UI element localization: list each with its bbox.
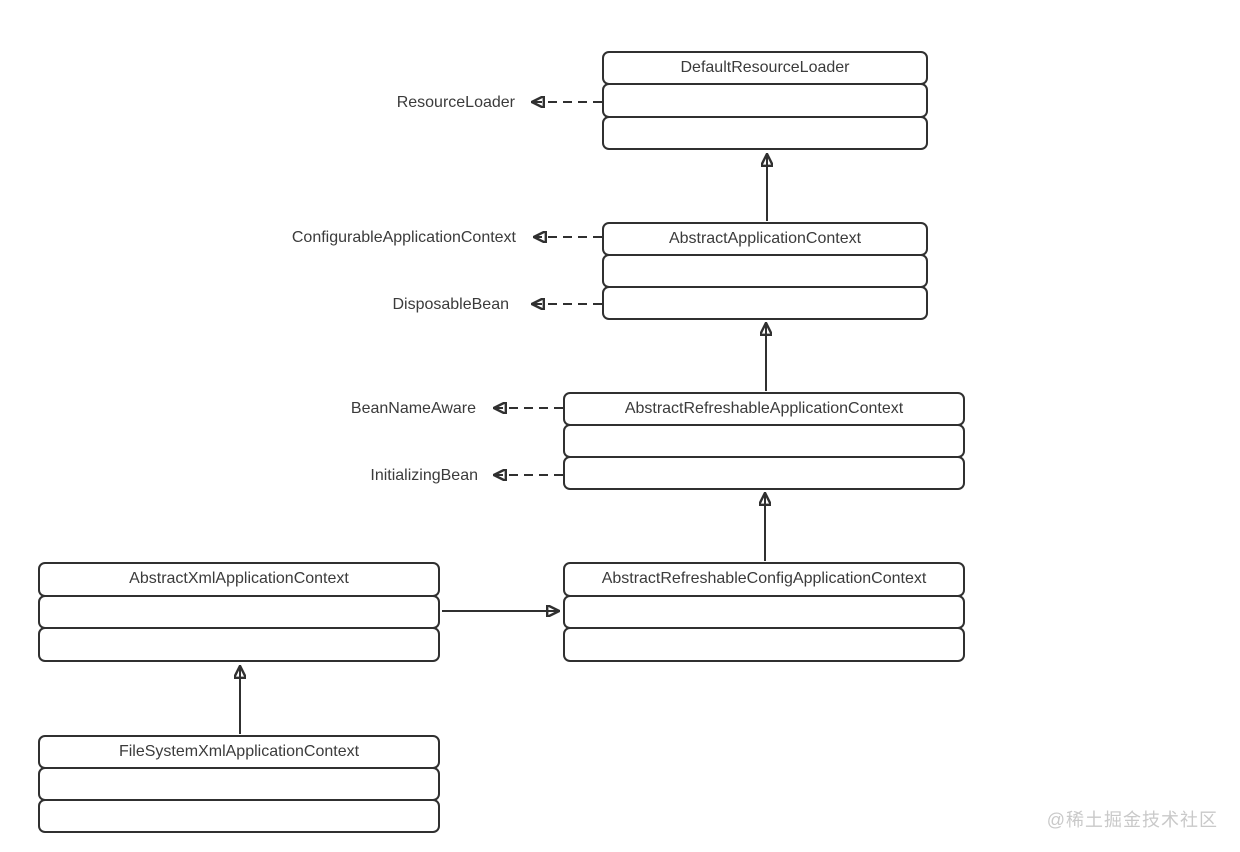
class-name: AbstractXmlApplicationContext	[129, 570, 349, 588]
fields-compartment	[602, 254, 928, 288]
interface-label-resource-loader: ResourceLoader	[396, 94, 515, 111]
fields-compartment	[563, 424, 965, 458]
class-name-compartment: AbstractApplicationContext	[602, 222, 928, 256]
fields-compartment	[563, 594, 965, 630]
class-name-compartment: DefaultResourceLoader	[602, 51, 928, 86]
interface-label-disposable-bean: DisposableBean	[392, 296, 509, 313]
class-box-abstract-refreshable-config-application-context: AbstractRefreshableConfigApplicationCont…	[563, 562, 965, 663]
class-box-abstract-application-context: AbstractApplicationContext	[602, 222, 928, 320]
methods-compartment	[563, 456, 965, 490]
class-name-compartment: AbstractRefreshableApplicationContext	[563, 392, 965, 426]
class-name: DefaultResourceLoader	[680, 59, 850, 77]
methods-compartment	[563, 627, 965, 663]
interface-label-bean-name-aware: BeanNameAware	[350, 400, 476, 417]
interface-label-configurable-application-context: ConfigurableApplicationContext	[291, 229, 516, 246]
methods-compartment	[602, 115, 928, 150]
methods-compartment	[38, 799, 440, 833]
methods-compartment	[602, 286, 928, 320]
fields-compartment	[602, 83, 928, 118]
class-name: AbstractRefreshableApplicationContext	[624, 400, 904, 417]
class-name-compartment: AbstractXmlApplicationContext	[38, 562, 440, 597]
class-name-compartment: AbstractRefreshableConfigApplicationCont…	[563, 562, 965, 597]
fields-compartment	[38, 594, 440, 630]
class-box-default-resource-loader: DefaultResourceLoader	[602, 51, 928, 150]
methods-compartment	[38, 627, 440, 663]
watermark: @稀土掘金技术社区	[1046, 810, 1218, 830]
class-name: FileSystemXmlApplicationContext	[118, 743, 360, 760]
interface-label-initializing-bean: InitializingBean	[370, 467, 478, 484]
fields-compartment	[38, 767, 440, 801]
class-name: AbstractRefreshableConfigApplicationCont…	[601, 570, 927, 588]
class-box-file-system-xml-application-context: FileSystemXmlApplicationContext	[38, 735, 440, 833]
class-box-abstract-xml-application-context: AbstractXmlApplicationContext	[38, 562, 440, 663]
class-box-abstract-refreshable-application-context: AbstractRefreshableApplicationContext	[563, 392, 965, 490]
class-name-compartment: FileSystemXmlApplicationContext	[38, 735, 440, 769]
class-name: AbstractApplicationContext	[668, 230, 862, 247]
